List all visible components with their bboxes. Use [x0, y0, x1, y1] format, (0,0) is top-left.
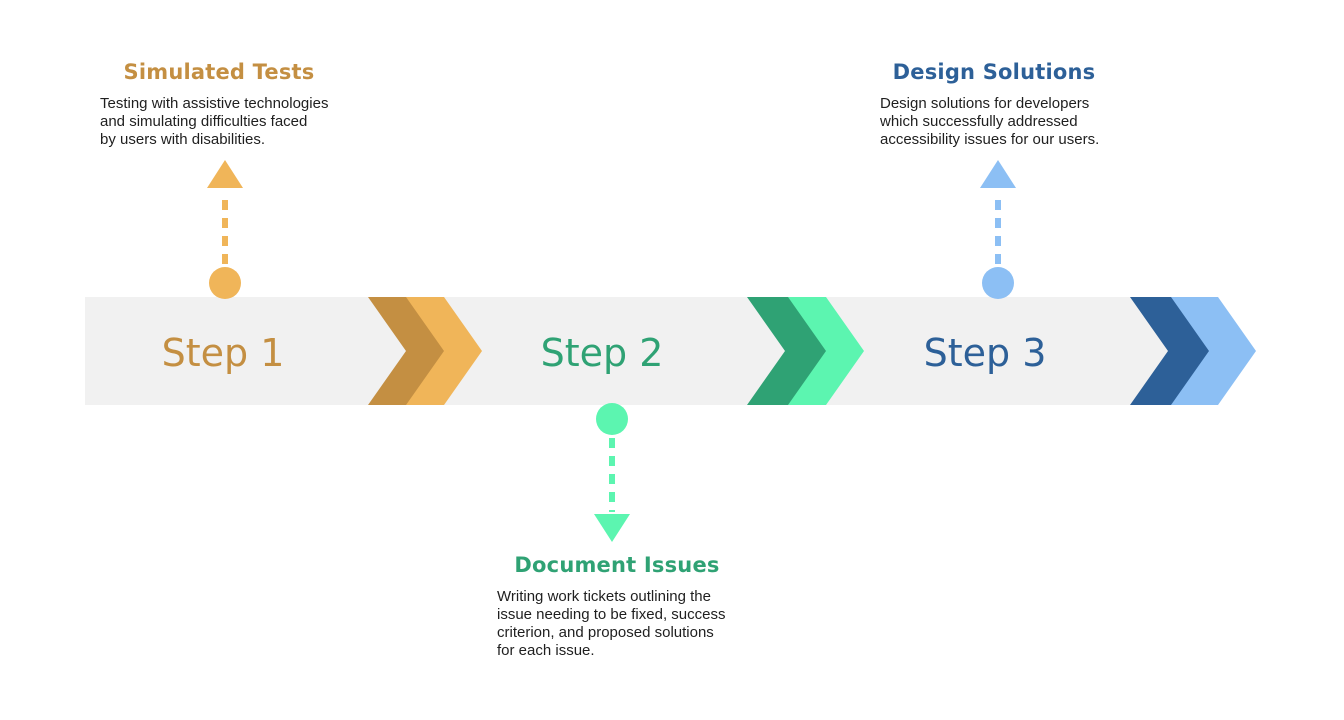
step3-label: Step 3: [924, 331, 1047, 375]
simulated-tests-line-1: Testing with assistive technologies: [100, 95, 329, 112]
simulated-tests-line-2: and simulating difficulties faced: [100, 113, 308, 130]
step3-arrowhead-icon: [980, 160, 1016, 188]
document-issues-card: Document Issues Writing work tickets out…: [497, 553, 777, 660]
step1-arrowhead-icon: [207, 160, 243, 188]
document-issues-title: Document Issues: [514, 553, 720, 577]
document-issues-line-2: issue needing to be fixed, success: [497, 606, 726, 623]
step1-label: Step 1: [162, 331, 285, 375]
simulated-tests-card: Simulated Tests Testing with assistive t…: [100, 60, 380, 149]
step3-chevron-light: [1171, 297, 1256, 405]
step1-connector-dot: [209, 267, 241, 299]
step2-arrowhead-icon: [594, 514, 630, 542]
document-issues-line-1: Writing work tickets outlining the: [497, 588, 711, 605]
step2-label: Step 2: [541, 331, 664, 375]
design-solutions-title: Design Solutions: [892, 60, 1096, 84]
design-solutions-card: Design Solutions Design solutions for de…: [880, 60, 1160, 149]
design-solutions-line-2: which successfully addressed: [880, 113, 1078, 130]
simulated-tests-title: Simulated Tests: [123, 60, 315, 84]
step2-connector-dot: [596, 403, 628, 435]
document-issues-line-3: criterion, and proposed solutions: [497, 624, 714, 641]
document-issues-line-4: for each issue.: [497, 642, 595, 659]
timeline-band: [85, 297, 1195, 405]
step1-chevron-light: [406, 297, 482, 405]
step3-connector-dot: [982, 267, 1014, 299]
design-solutions-line-1: Design solutions for developers: [880, 95, 1090, 112]
simulated-tests-line-3: by users with disabilities.: [100, 131, 266, 148]
design-solutions-line-3: accessibility issues for our users.: [880, 131, 1100, 148]
step2-chevron-light: [788, 297, 864, 405]
